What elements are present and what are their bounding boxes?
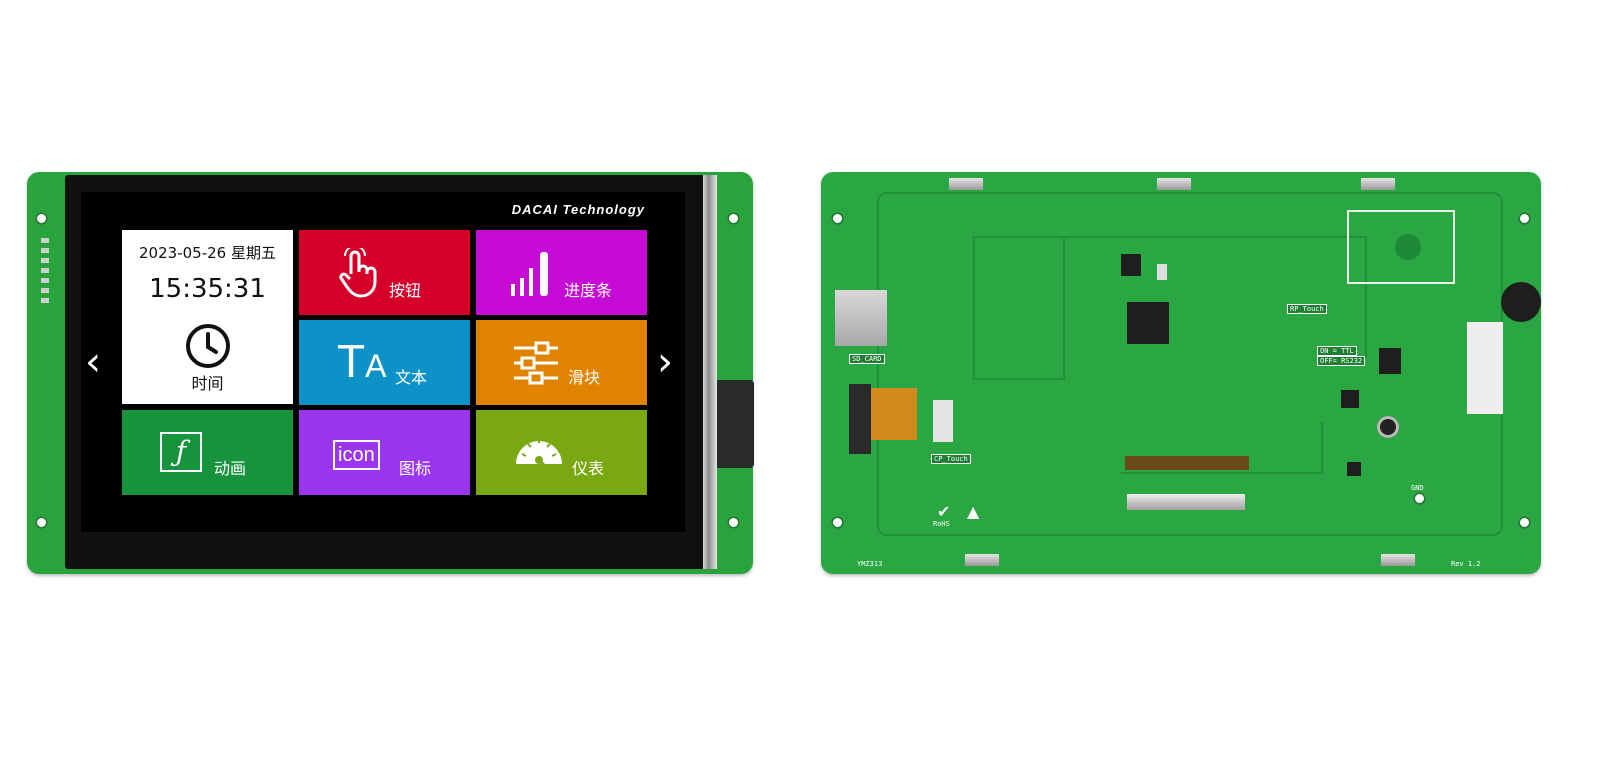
mount-hole xyxy=(831,212,844,225)
pcb-trace xyxy=(1065,236,1367,358)
main-mcu-chip xyxy=(1127,302,1169,344)
text-ta-icon: TA xyxy=(337,335,387,387)
progress-tile[interactable]: 进度条 xyxy=(476,230,647,315)
mount-hole xyxy=(1413,492,1426,505)
icon-tile[interactable]: icon 图标 xyxy=(299,410,470,495)
cp-touch-connector xyxy=(933,400,953,442)
rev-label: Rev 1.2 xyxy=(1451,560,1481,568)
gauge-icon xyxy=(516,439,562,470)
rs232-label: OFF= RS232 xyxy=(1317,356,1366,366)
icon-text-icon: icon xyxy=(333,440,380,470)
clock-label: 时间 xyxy=(191,374,224,393)
display-module-front: DACAI Technology ‹ › 2023-05-26 星期五 15:3… xyxy=(27,172,754,574)
mount-hole xyxy=(727,516,740,529)
touch-ribbon xyxy=(867,388,917,440)
crystal xyxy=(1157,264,1167,280)
gauge-label: 仪表 xyxy=(572,459,605,478)
frame-clip xyxy=(965,554,999,566)
button-label: 按钮 xyxy=(389,281,422,300)
time-text: 15:35:31 xyxy=(149,274,266,304)
capacitor xyxy=(1377,416,1399,438)
qr-seal xyxy=(1395,234,1421,260)
label-area xyxy=(1347,210,1455,284)
prev-page-arrow[interactable]: ‹ xyxy=(85,339,101,385)
regulator-chip xyxy=(1341,390,1359,408)
slider-label: 滑块 xyxy=(568,368,601,387)
next-page-arrow[interactable]: › xyxy=(657,339,673,385)
display-edge xyxy=(703,175,717,569)
mount-hole xyxy=(35,212,48,225)
animation-tile[interactable]: ƒ 动画 xyxy=(122,410,293,495)
animation-label: 动画 xyxy=(214,459,247,478)
uart-chip xyxy=(1379,348,1401,374)
progress-label: 进度条 xyxy=(564,281,613,300)
frame-clip xyxy=(1157,178,1191,190)
rohs-label: RoHS xyxy=(933,520,950,528)
slider-tile[interactable]: 滑块 xyxy=(476,320,647,405)
mount-hole xyxy=(35,516,48,529)
sd-card-label: SD_CARD xyxy=(849,354,885,364)
sd-card-slot xyxy=(835,290,887,346)
wire-connector xyxy=(1467,322,1503,414)
slider-icon xyxy=(514,341,558,385)
brand-logo: DACAI Technology xyxy=(511,202,645,217)
cp-touch-label: CP_Touch xyxy=(931,454,971,464)
mount-hole xyxy=(831,516,844,529)
flash-icon: ƒ xyxy=(160,432,202,472)
text-label: 文本 xyxy=(395,368,428,387)
icon-label: 图标 xyxy=(399,459,432,478)
side-connector xyxy=(714,380,754,468)
gauge-tile[interactable]: 仪表 xyxy=(476,410,647,495)
mount-hole xyxy=(1518,516,1531,529)
gnd-label: GND xyxy=(1411,484,1424,492)
board-code: YMZ313 xyxy=(857,560,883,568)
frame-clip xyxy=(1361,178,1395,190)
pcb-trace xyxy=(973,236,1065,380)
small-chip xyxy=(1347,462,1361,476)
buzzer xyxy=(1501,282,1541,322)
lcd-fpc-latch xyxy=(1127,494,1245,510)
date-text: 2023-05-26 星期五 xyxy=(139,244,276,262)
lcd-fpc-connector xyxy=(1125,456,1249,470)
pcb-trace xyxy=(1121,422,1323,474)
ribbon-dark xyxy=(849,384,871,454)
clock-tile[interactable]: 2023-05-26 星期五 15:35:31 时间 xyxy=(122,230,293,404)
mount-hole xyxy=(727,212,740,225)
ttl-label: ON = TTL xyxy=(1317,346,1357,356)
rp-touch-label: RP_Touch xyxy=(1287,304,1327,314)
flash-chip xyxy=(1121,254,1141,276)
frame-clip xyxy=(1381,554,1415,566)
button-tile[interactable]: 按钮 xyxy=(299,230,470,315)
mount-hole xyxy=(1518,212,1531,225)
display-module-back: SD_CARD CP_Touch RP_Touch ON = TTL OFF= … xyxy=(821,172,1541,574)
esd-triangle-icon: ▲ xyxy=(967,502,980,521)
signal-bars-icon xyxy=(511,252,548,296)
touch-screen: DACAI Technology ‹ › 2023-05-26 星期五 15:3… xyxy=(81,192,685,532)
rohs-check-icon: ✔ xyxy=(937,502,951,521)
hand-tap-icon xyxy=(339,248,377,298)
frame-clip xyxy=(949,178,983,190)
text-tile[interactable]: TA 文本 xyxy=(299,320,470,405)
edge-pins xyxy=(41,238,49,308)
clock-icon xyxy=(186,324,230,368)
